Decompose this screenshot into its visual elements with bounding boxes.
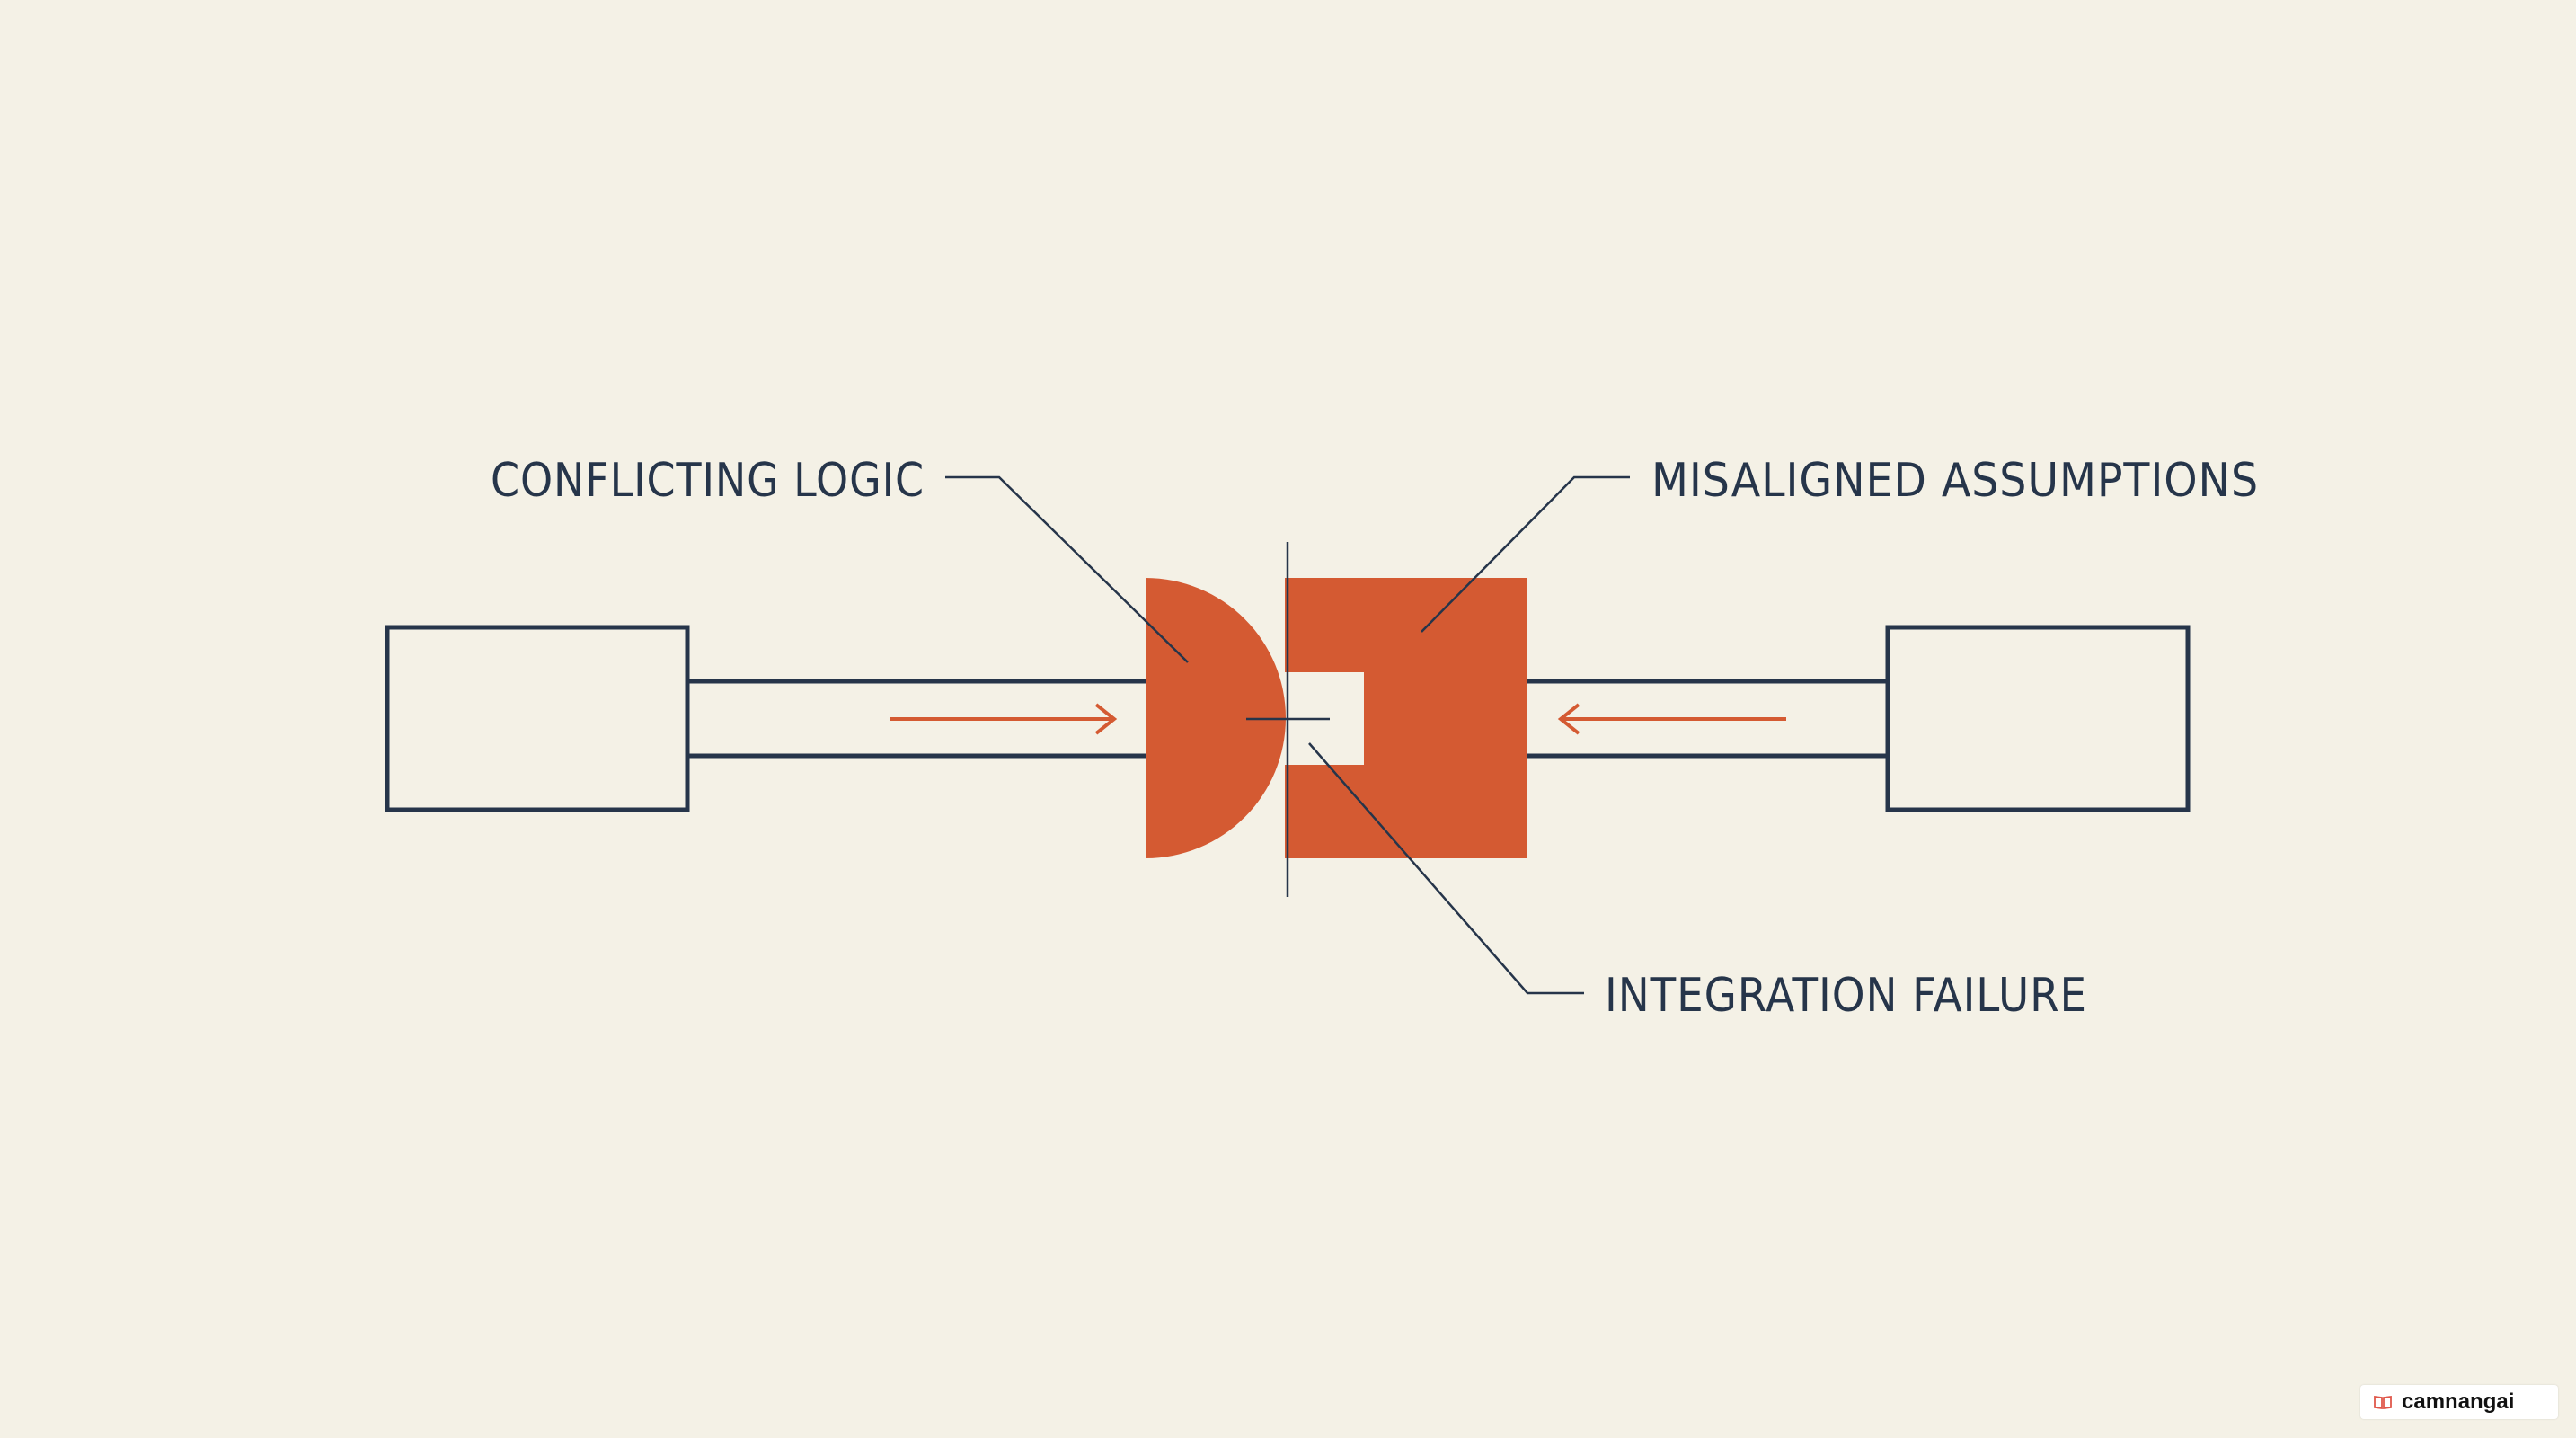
right-arrow-icon bbox=[890, 703, 1118, 735]
square-socket-connector bbox=[1285, 578, 1527, 858]
book-icon bbox=[2373, 1394, 2393, 1410]
left-arrow-icon bbox=[1557, 703, 1786, 735]
integration-failure-leader bbox=[1308, 742, 1584, 995]
half-circle-connector bbox=[1146, 578, 1286, 858]
conflicting-logic-label: CONFLICTING LOGIC bbox=[491, 454, 925, 508]
integration-failure-label: INTEGRATION FAILURE bbox=[1605, 969, 2087, 1023]
misaligned-assumptions-label: MISALIGNED ASSUMPTIONS bbox=[1651, 454, 2259, 508]
crosshair-icon bbox=[1246, 542, 1330, 897]
left-module-box bbox=[385, 625, 690, 812]
conflicting-logic-leader bbox=[945, 475, 1189, 663]
watermark-text: camnangai bbox=[2402, 1389, 2515, 1414]
misaligned-assumptions-leader bbox=[1421, 475, 1630, 633]
watermark-badge: camnangai bbox=[2360, 1385, 2558, 1419]
right-module-box bbox=[1885, 625, 2191, 812]
